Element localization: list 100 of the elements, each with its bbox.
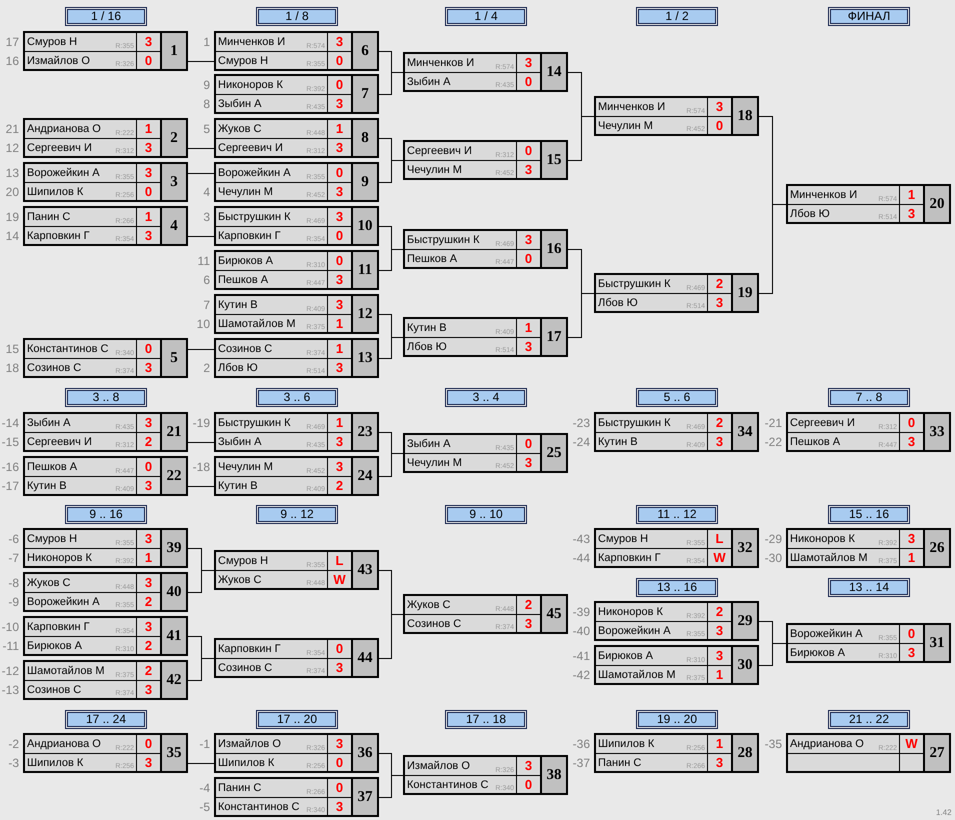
player-name: Сергеевич И (790, 416, 855, 430)
score-value: 0 (144, 737, 152, 751)
player-name: Сергеевич И (27, 141, 92, 155)
match-number: 7 (361, 86, 369, 102)
match-number: 5 (170, 350, 178, 366)
player-name: Измайлов О (407, 759, 470, 773)
match-number: 14 (546, 64, 562, 80)
match-box (786, 412, 951, 452)
seed-number: 16 (6, 54, 19, 68)
score-value: 3 (336, 361, 344, 375)
seed-number: -2 (8, 737, 19, 751)
seed-number: -35 (764, 737, 782, 751)
match-number: 36 (358, 745, 372, 761)
match-box (23, 733, 188, 773)
player-name: Минченков И (790, 188, 858, 202)
player-name: Шамотайлов М (218, 317, 296, 331)
player-name: Измайлов О (27, 54, 90, 68)
seed-number: -7 (8, 551, 19, 565)
score-value: 2 (336, 479, 344, 493)
match-number: 23 (358, 424, 372, 440)
seed-number: -42 (572, 668, 590, 682)
round-header: 9 .. 16 (65, 505, 147, 524)
player-name: Чечулин М (598, 119, 653, 133)
player-name: Кутин В (598, 435, 638, 449)
seed-number: -40 (572, 624, 590, 638)
player-name: Никоноров К (598, 605, 663, 619)
match-number: 45 (546, 606, 562, 622)
round-header: 13 .. 16 (636, 578, 718, 597)
match-number: 30 (738, 657, 752, 673)
seed-number: -41 (572, 649, 590, 663)
match-number: 28 (738, 745, 752, 761)
player-name: Зыбин А (218, 435, 262, 449)
connector-line (188, 349, 214, 350)
player-name: Зыбин А (407, 437, 450, 451)
bracket-line (378, 453, 404, 477)
player-name: Никоноров К (27, 551, 92, 565)
player-name: Карповкин Г (218, 229, 281, 243)
player-name: Пешков А (407, 252, 458, 266)
bracket-line (568, 293, 594, 338)
player-name: Ворожейкин А (790, 627, 863, 641)
match-box (594, 273, 759, 313)
seed-number: 3 (203, 210, 210, 224)
score-value: 0 (336, 756, 344, 770)
score-value: 3 (524, 233, 532, 247)
match-box (594, 412, 759, 452)
score-value: 3 (716, 649, 724, 663)
round-header: 1 / 2 (636, 7, 718, 26)
round-header: 1 / 16 (65, 7, 147, 26)
player-name: Быструшкин К (598, 277, 670, 291)
seed-number: 9 (203, 78, 210, 92)
score-value: 3 (524, 56, 532, 70)
score-value: 3 (144, 620, 152, 634)
seed-number: -5 (199, 800, 210, 814)
round-header: 9 .. 12 (256, 505, 338, 524)
match-number: 1 (170, 43, 178, 59)
match-number: 18 (738, 108, 752, 124)
round-header: 1 / 4 (445, 7, 527, 26)
score-value: 3 (908, 435, 916, 449)
player-name: Лбов Ю (218, 361, 258, 375)
player-name: Панин С (218, 781, 262, 795)
player-name: Созинов С (218, 661, 272, 675)
score-value: 0 (524, 75, 532, 89)
score-value: 3 (336, 800, 344, 814)
score-value: 2 (716, 605, 724, 619)
match-box (23, 162, 188, 202)
bracket-line (378, 614, 404, 659)
match-number: 32 (738, 540, 752, 556)
connector-line (188, 486, 214, 487)
round-header: 17 .. 24 (65, 710, 147, 729)
score-value: 3 (908, 532, 916, 546)
player-name: Панин С (27, 210, 70, 224)
seed-number: 21 (6, 122, 19, 136)
score-value: 3 (144, 141, 152, 155)
connector-line (188, 236, 214, 237)
connector-line (188, 148, 214, 149)
match-box (594, 528, 759, 568)
round-header: 19 .. 20 (636, 710, 718, 729)
seed-number: -12 (2, 664, 19, 678)
score-value: 1 (144, 551, 152, 565)
round-header: 9 .. 10 (445, 505, 527, 524)
player-name: Кутин В (218, 298, 258, 312)
score-value: 3 (908, 646, 916, 660)
score-value: 0 (336, 781, 344, 795)
score-value: 1 (908, 551, 916, 565)
seed-number: 20 (6, 185, 19, 199)
score-value: 3 (336, 273, 344, 287)
score-value: 3 (144, 166, 152, 180)
match-number: 31 (930, 635, 944, 651)
player-name: Чечулин М (407, 456, 462, 470)
score-value: 3 (144, 479, 152, 493)
player-name: Быструшкин К (218, 416, 290, 430)
match-number: 29 (738, 613, 752, 629)
seed-number: -39 (572, 605, 590, 619)
bracket-line (758, 643, 786, 666)
player-name: Жуков С (27, 576, 70, 590)
seed-number: -9 (8, 595, 19, 609)
score-value: 0 (524, 437, 532, 451)
match-box (214, 206, 379, 246)
score-value: 3 (336, 298, 344, 312)
match-number: 3 (170, 174, 178, 190)
